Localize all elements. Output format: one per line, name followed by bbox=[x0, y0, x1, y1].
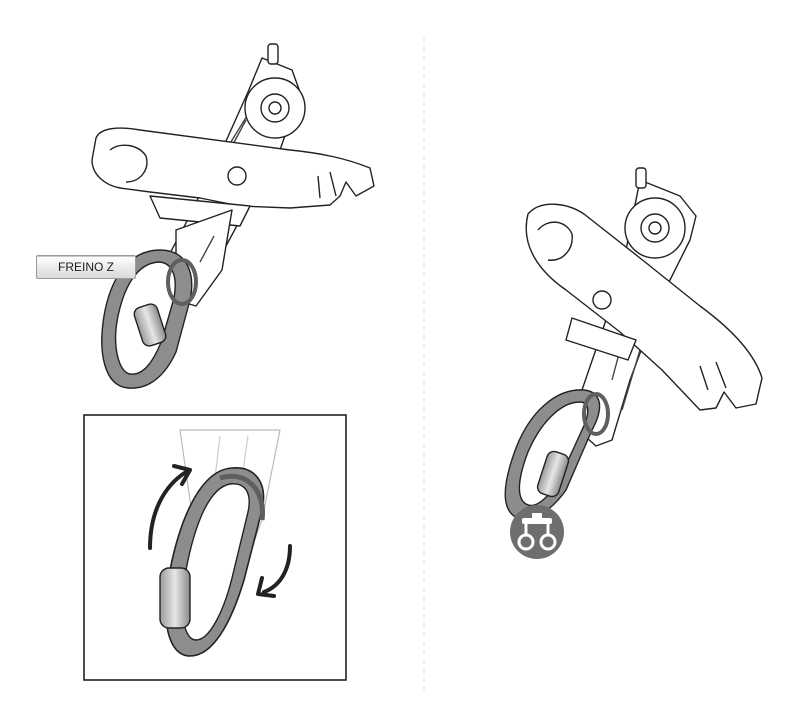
right-lower-bracket bbox=[565, 317, 637, 361]
left-top-pin bbox=[267, 43, 279, 65]
right-carabiner-ring bbox=[582, 392, 610, 436]
right-handle-lever bbox=[525, 203, 763, 411]
left-arm-slot bbox=[199, 235, 215, 263]
left-lever-rivet bbox=[227, 166, 247, 186]
harness-leg-loop-right bbox=[539, 533, 557, 551]
detail-carabiner-lock bbox=[159, 567, 191, 629]
right-lever-hook bbox=[537, 221, 573, 261]
harness-belt bbox=[522, 518, 552, 524]
detail-ring bbox=[219, 473, 265, 521]
rotate-arrow-down bbox=[262, 544, 292, 594]
left-cam-axle bbox=[268, 101, 282, 115]
right-cam-axle bbox=[648, 221, 662, 235]
left-carabiner-lock bbox=[133, 303, 167, 347]
harness-buckle bbox=[532, 513, 542, 519]
detail-inset bbox=[83, 414, 347, 681]
right-carabiner bbox=[504, 389, 610, 520]
right-carabiner-lock bbox=[536, 450, 570, 498]
left-lever-notch bbox=[317, 171, 337, 199]
left-lever-hook bbox=[109, 144, 148, 183]
left-carabiner-ring bbox=[166, 258, 198, 306]
harness-icon bbox=[510, 505, 564, 559]
left-device bbox=[91, 43, 375, 307]
left-carabiner bbox=[101, 249, 198, 389]
right-lever-notch bbox=[699, 361, 727, 391]
right-lever-rivet bbox=[592, 290, 612, 310]
harness-leg-loop-left bbox=[517, 533, 535, 551]
rotate-arrow-down-head bbox=[256, 576, 276, 598]
detail-carabiner-gap bbox=[181, 483, 250, 641]
rotate-arrow-up bbox=[148, 470, 188, 550]
brake-label-tag: FREINO Z bbox=[36, 255, 136, 279]
rotate-arrow-up-head bbox=[172, 464, 192, 486]
right-top-pin bbox=[635, 167, 647, 189]
right-device bbox=[525, 167, 763, 447]
